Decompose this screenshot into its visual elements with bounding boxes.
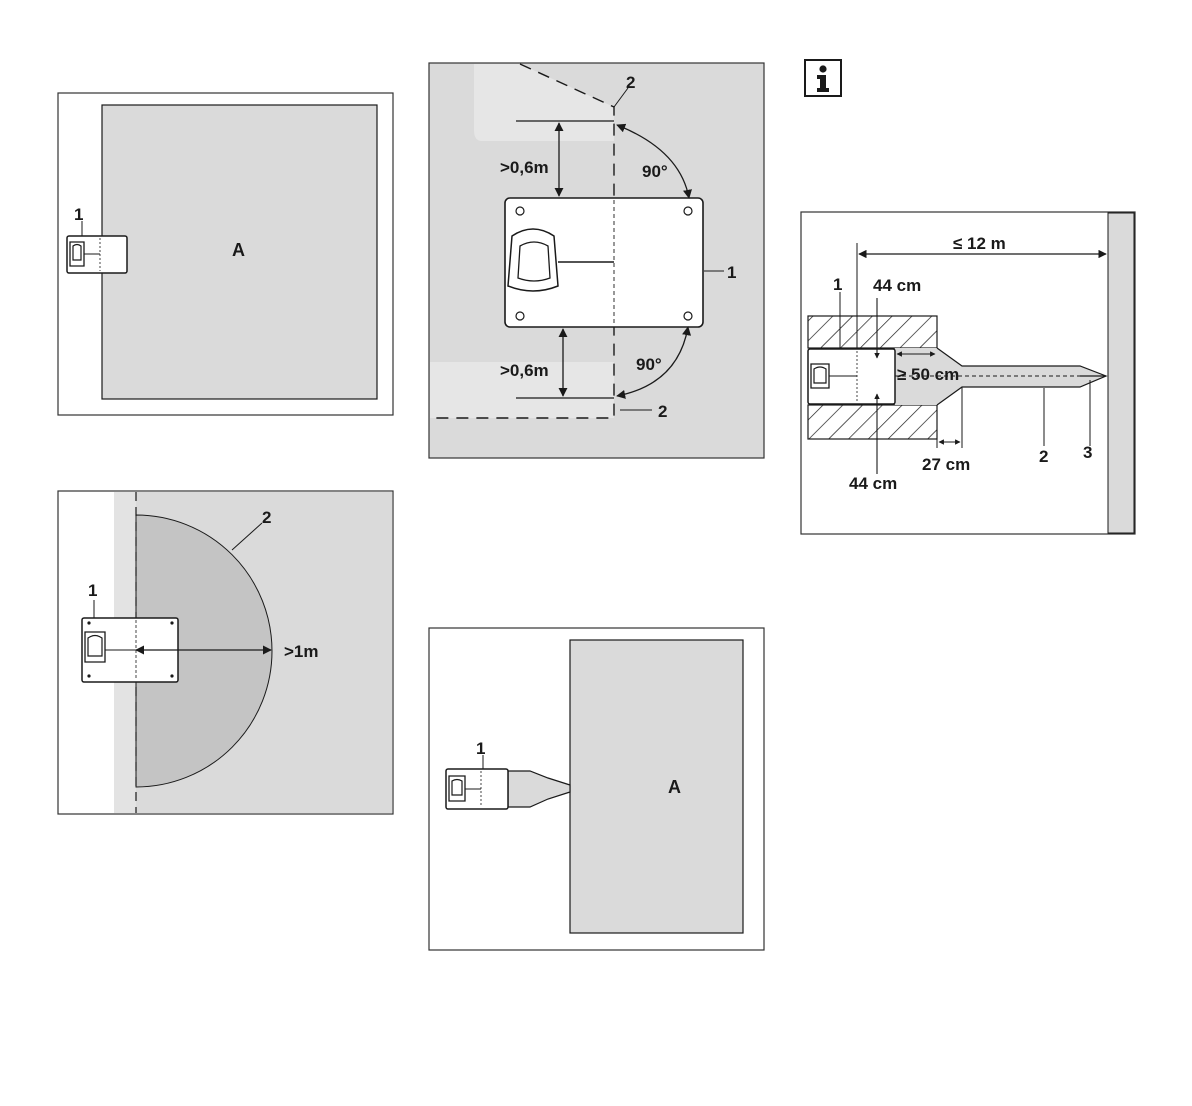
width-top-label: 44 cm <box>873 276 921 295</box>
angle-bottom-label: 90° <box>636 355 662 374</box>
dock-label: 1 <box>833 275 842 294</box>
wire-label-bottom: 2 <box>658 402 667 421</box>
docking-station <box>505 198 703 327</box>
peg-label: 3 <box>1083 443 1092 462</box>
dock-label: 1 <box>727 263 736 282</box>
dock-label: 1 <box>74 205 83 224</box>
figure-2: 1 2 >1m <box>58 491 393 814</box>
wall <box>1108 213 1134 533</box>
figure-1: 1 A <box>58 93 393 415</box>
area-label: A <box>232 240 245 260</box>
width-bottom-label: 44 cm <box>849 474 897 493</box>
wire-label: 2 <box>1039 447 1048 466</box>
figure-5: ≤ 12 m 1 44 cm ≥ 50 cm 27 cm 44 cm 2 3 <box>801 212 1135 534</box>
docking-station <box>808 349 895 404</box>
wire-label-top: 2 <box>626 73 635 92</box>
figure-3: 2 1 2 >0,6m >0,6m 90° 90° <box>429 63 764 458</box>
dist-max-label: ≤ 12 m <box>953 234 1006 253</box>
dock-label: 1 <box>88 581 97 600</box>
distance-bottom-label: >0,6m <box>500 361 549 380</box>
docking-station <box>446 769 508 809</box>
zone-label: 2 <box>262 508 271 527</box>
dist-front-label: ≥ 50 cm <box>897 365 959 384</box>
distance-label: >1m <box>284 642 319 661</box>
area-label: A <box>668 777 681 797</box>
corridor-width-label: 27 cm <box>922 455 970 474</box>
obstacle-bottom <box>808 405 937 439</box>
obstacle-top <box>808 316 937 348</box>
lawn-area <box>570 640 743 933</box>
distance-top-label: >0,6m <box>500 158 549 177</box>
figure-4: 1 A <box>429 628 764 950</box>
angle-top-label: 90° <box>642 162 668 181</box>
dock-label: 1 <box>476 739 485 758</box>
docking-station <box>67 236 127 273</box>
